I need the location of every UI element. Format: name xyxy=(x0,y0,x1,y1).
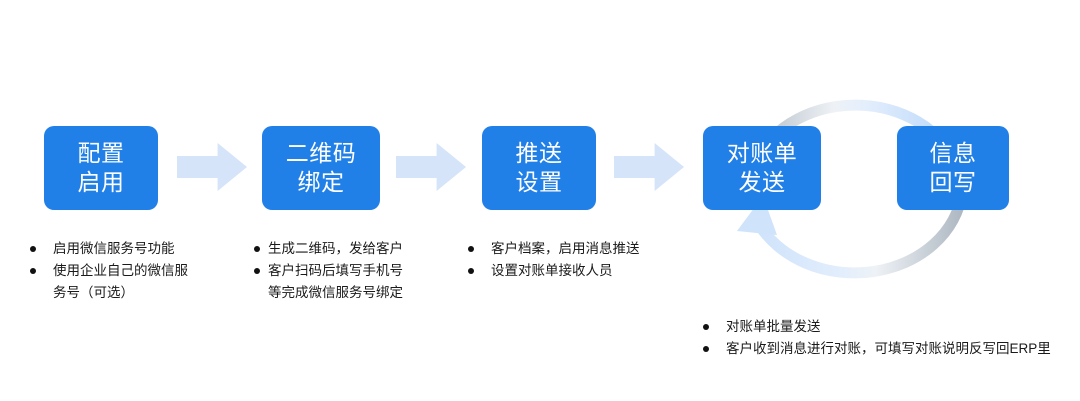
step-box-4[interactable]: 对账单 发送 xyxy=(703,126,821,210)
list-item: 对账单批量发送 xyxy=(703,316,1075,338)
bullet-text: 客户扫码后填写手机号 等完成微信服务号绑定 xyxy=(268,263,403,300)
step-3-line-2: 设置 xyxy=(515,169,563,195)
flow-arrow-3-to-4 xyxy=(614,143,684,191)
step-1-line-2: 启用 xyxy=(77,169,125,195)
list-item: 使用企业自己的微信服 务号（可选） xyxy=(30,260,240,304)
step-2-line-1: 二维码 xyxy=(285,139,357,166)
bullet-text: 对账单批量发送 xyxy=(726,319,821,334)
step-box-5[interactable]: 信息 回写 xyxy=(897,126,1009,210)
bullet-dot-icon xyxy=(468,246,474,252)
flow-arrow-2-to-3 xyxy=(396,143,466,191)
bullet-dot-icon xyxy=(703,324,709,330)
step-2-line-2: 绑定 xyxy=(297,169,345,195)
bullet-group-2: 生成二维码，发给客户 客户扫码后填写手机号 等完成微信服务号绑定 xyxy=(254,238,454,304)
bullet-text: 客户收到消息进行对账，可填写对账说明反写回ERP里 xyxy=(726,341,1051,356)
step-5-line-1: 信息 xyxy=(929,139,977,166)
step-5-line-2: 回写 xyxy=(929,169,977,195)
bullet-dot-icon xyxy=(30,246,36,252)
bullet-dot-icon xyxy=(703,346,709,352)
step-4-line-2: 发送 xyxy=(738,169,786,195)
step-3-line-1: 推送 xyxy=(515,139,563,166)
list-item: 客户扫码后填写手机号 等完成微信服务号绑定 xyxy=(254,260,454,304)
list-item: 启用微信服务号功能 xyxy=(30,238,240,260)
bullet-dot-icon xyxy=(30,268,36,274)
list-item: 设置对账单接收人员 xyxy=(468,260,698,282)
bullet-text: 生成二维码，发给客户 xyxy=(268,241,403,256)
step-1-line-1: 配置 xyxy=(77,139,125,166)
bullet-text: 使用企业自己的微信服 务号（可选） xyxy=(53,263,188,300)
list-item: 客户收到消息进行对账，可填写对账说明反写回ERP里 xyxy=(703,338,1075,360)
list-item: 生成二维码，发给客户 xyxy=(254,238,454,260)
bullet-group-4: 对账单批量发送 客户收到消息进行对账，可填写对账说明反写回ERP里 xyxy=(703,316,1075,360)
list-item: 客户档案，启用消息推送 xyxy=(468,238,698,260)
bullet-text: 设置对账单接收人员 xyxy=(491,263,613,278)
bullet-group-3: 客户档案，启用消息推送 设置对账单接收人员 xyxy=(468,238,698,282)
bullet-text: 启用微信服务号功能 xyxy=(53,241,175,256)
bullet-text: 客户档案，启用消息推送 xyxy=(491,241,640,256)
step-4-line-1: 对账单 xyxy=(726,139,798,166)
bullet-dot-icon xyxy=(254,268,260,274)
step-box-1[interactable]: 配置 启用 xyxy=(44,126,158,210)
flow-arrow-1-to-2 xyxy=(177,143,247,191)
bullet-dot-icon xyxy=(468,268,474,274)
bullet-dot-icon xyxy=(254,246,260,252)
step-box-2[interactable]: 二维码 绑定 xyxy=(262,126,380,210)
step-box-3[interactable]: 推送 设置 xyxy=(482,126,596,210)
bullet-group-1: 启用微信服务号功能 使用企业自己的微信服 务号（可选） xyxy=(30,238,240,304)
